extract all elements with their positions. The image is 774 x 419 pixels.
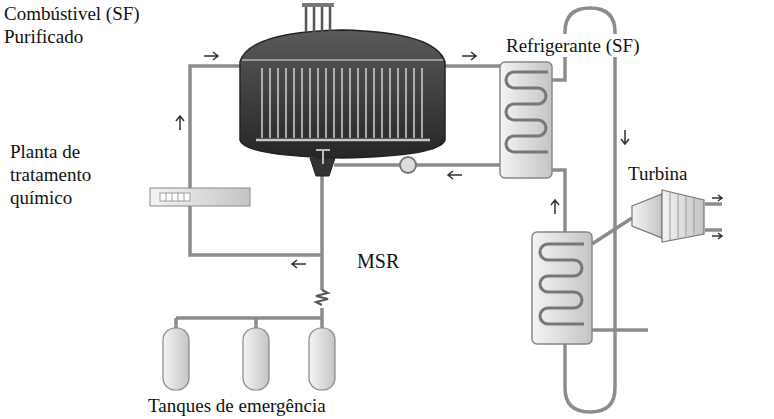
chemical-plant	[150, 188, 250, 206]
heat-exchanger	[500, 62, 552, 178]
part-label: Refrigerante (SF)	[504, 34, 641, 57]
flow-arrow	[462, 52, 476, 60]
reactor-vessel	[306, 6, 330, 32]
heat-exchanger	[532, 232, 592, 344]
steam-pipe	[592, 218, 632, 244]
pump	[400, 157, 416, 173]
steam-pipe	[705, 204, 722, 230]
fuel-pipe	[320, 175, 324, 290]
heat-exchanger	[506, 72, 548, 152]
part-label: Tanques de emergência	[148, 394, 326, 417]
flow-arrow	[448, 171, 462, 179]
heat-exchanger	[500, 62, 552, 178]
heat-exchanger	[532, 232, 592, 344]
heat-exchanger	[540, 244, 584, 324]
coolant-loop	[552, 8, 615, 412]
valve-coil	[316, 290, 328, 305]
part-label: Combústivel (SF) Purificado	[4, 2, 156, 48]
turbine	[670, 192, 694, 240]
flow-arrow	[204, 52, 218, 60]
flow-arrow	[551, 200, 559, 214]
flow-arrow	[621, 130, 629, 144]
reactor-vessel	[242, 59, 443, 61]
reactor-vessel	[262, 68, 422, 138]
flow-arrow	[292, 260, 306, 268]
reactor-vessel	[316, 150, 330, 164]
reactor-vessel	[262, 68, 422, 138]
flow-arrow	[712, 195, 722, 201]
emergency-tank	[163, 328, 335, 390]
steam-pipe	[592, 328, 648, 332]
chemical-plant	[150, 188, 250, 206]
chemical-plant	[160, 193, 190, 201]
reactor-vessel	[302, 3, 334, 7]
reactor-vessel	[256, 139, 430, 142]
reactor-vessel	[240, 3, 445, 176]
part-label: MSR	[357, 250, 399, 273]
chemical-plant	[166, 193, 184, 201]
part-label: Planta de tratamento químico	[10, 140, 122, 209]
fuel-pipe	[445, 64, 500, 68]
emergency-tank	[309, 328, 335, 390]
part-label: Turbina	[628, 162, 687, 185]
fuel-pipe	[176, 318, 322, 328]
fuel-pipe	[176, 316, 322, 320]
turbine	[632, 190, 704, 242]
reactor-vessel	[240, 30, 445, 158]
flow-arrow	[176, 52, 722, 268]
flow-arrow	[712, 233, 722, 239]
coolant-loop	[552, 170, 565, 232]
fuel-pipe	[190, 206, 322, 255]
fuel-pipe	[190, 66, 240, 188]
turbine	[632, 194, 662, 238]
reactor-vessel	[306, 6, 330, 32]
emergency-tank	[243, 328, 269, 390]
turbine	[662, 190, 704, 242]
coolant-loop	[552, 8, 615, 412]
emergency-tank	[163, 328, 189, 390]
flow-arrow	[176, 116, 184, 130]
